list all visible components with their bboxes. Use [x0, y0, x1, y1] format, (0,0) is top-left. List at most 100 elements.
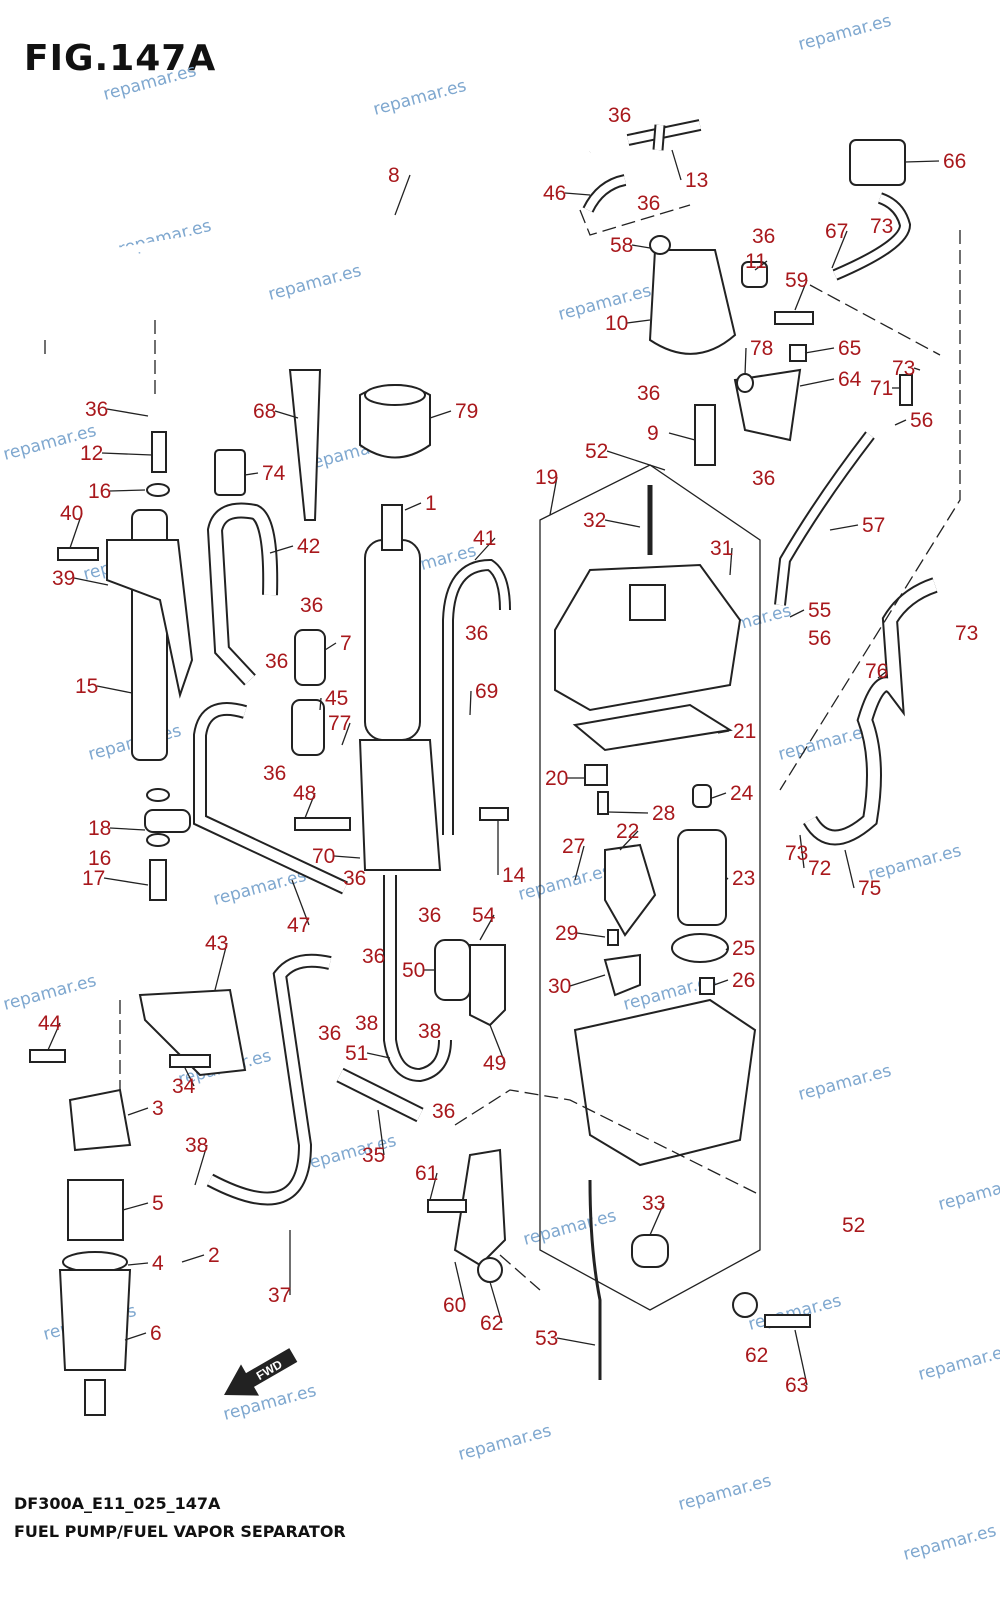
leader-21 — [717, 730, 730, 734]
leader-70 — [333, 855, 361, 859]
leader-6 — [124, 1332, 147, 1341]
leader-3 — [127, 1107, 149, 1116]
callout-42: 42 — [297, 535, 320, 558]
watermark-28: repamar.es — [901, 1521, 998, 1565]
callout-55: 55 — [808, 599, 831, 622]
line-53 — [588, 1179, 602, 1380]
callout-36-repeat: 36 — [418, 904, 441, 927]
bracket-49 — [469, 944, 506, 1027]
callout-36-repeat: 36 — [608, 104, 631, 127]
bolt-61 — [427, 1199, 467, 1213]
callout-22: 22 — [616, 820, 639, 843]
callout-31: 31 — [710, 537, 733, 560]
leader-78 — [744, 347, 747, 376]
watermark-1: repamar.es — [371, 76, 468, 120]
leader-68 — [274, 410, 299, 419]
callout-36-repeat: 36 — [300, 594, 323, 617]
callout-73-repeat: 73 — [870, 215, 893, 238]
callout-33: 33 — [642, 1192, 665, 1215]
callout-66: 66 — [943, 150, 966, 173]
leader-55 — [789, 609, 805, 618]
callout-39: 39 — [52, 567, 75, 590]
leader-76 — [877, 670, 888, 679]
leader-28 — [607, 811, 649, 814]
callout-36-repeat: 36 — [265, 650, 288, 673]
pump-mount-70 — [358, 739, 442, 871]
callout-23: 23 — [732, 867, 755, 890]
leader-60 — [454, 1261, 466, 1306]
watermark-26: repamar.es — [676, 1471, 773, 1515]
callout-79: 79 — [455, 400, 478, 423]
callout-38-repeat: 38 — [355, 1012, 378, 1035]
sleeve-7 — [294, 629, 326, 686]
callout-53: 53 — [535, 1327, 558, 1350]
leader-36 — [106, 408, 149, 417]
callout-24: 24 — [730, 782, 754, 805]
callout-27: 27 — [562, 835, 585, 858]
figure-code: DF300A_E11_025_147A — [14, 1494, 221, 1513]
bolt-48 — [294, 817, 351, 831]
bolt-65 — [789, 344, 807, 362]
callout-52-repeat: 52 — [842, 1214, 865, 1237]
leader-72 — [799, 834, 805, 869]
watermark-29: repamar.es — [936, 1171, 1000, 1215]
leader-19 — [549, 476, 558, 516]
bolt-40 — [57, 547, 99, 561]
watermark-12: repamar.es — [776, 721, 873, 765]
callout-28: 28 — [652, 802, 675, 825]
callout-40: 40 — [60, 502, 83, 525]
leader-73 — [913, 367, 921, 371]
collar-62-a — [477, 1257, 503, 1283]
callout-70: 70 — [312, 845, 335, 868]
leader-22 — [619, 830, 639, 851]
leader-56 — [894, 419, 907, 426]
leader-53 — [556, 1337, 596, 1346]
washer-16-a — [146, 483, 170, 497]
leader-58 — [631, 244, 651, 249]
leader-26 — [713, 979, 729, 986]
bolt-44 — [29, 1049, 66, 1063]
callout-61: 61 — [415, 1162, 438, 1185]
leader-5 — [122, 1202, 149, 1211]
leader-34 — [184, 1067, 195, 1087]
callout-6: 6 — [150, 1322, 162, 1345]
callout-36-repeat: 36 — [637, 192, 660, 215]
callout-5: 5 — [152, 1192, 164, 1215]
watermark-25: repamar.es — [456, 1421, 553, 1465]
callout-58: 58 — [610, 234, 633, 257]
callout-21: 21 — [733, 720, 756, 743]
strap-68 — [288, 369, 322, 521]
leader-54 — [479, 914, 495, 941]
bolt-26 — [699, 977, 715, 995]
callout-9: 9 — [647, 422, 659, 445]
callout-25: 25 — [732, 937, 755, 960]
hose-8-inner — [41, 148, 591, 330]
leader-64 — [799, 378, 835, 387]
callout-62: 62 — [480, 1312, 503, 1335]
leader-59 — [794, 279, 808, 311]
callout-36-repeat: 36 — [318, 1022, 341, 1045]
watermark-23: repamar.es — [746, 1291, 843, 1335]
tube-9 — [694, 404, 716, 466]
leader-17 — [103, 877, 149, 886]
leader-9 — [668, 432, 696, 441]
sensor-plug — [84, 1379, 106, 1416]
leader-77 — [341, 722, 351, 746]
leader-16 — [109, 489, 146, 492]
callout-26: 26 — [732, 969, 755, 992]
callout-16: 16 — [88, 480, 111, 503]
washer-16-c — [146, 833, 170, 847]
callout-36-repeat: 36 — [637, 382, 660, 405]
figure-name: FUEL PUMP/FUEL VAPOR SEPARATOR — [14, 1522, 346, 1541]
watermark-21: repamar.es — [521, 1206, 618, 1250]
leader-65 — [804, 347, 835, 354]
leader-43 — [214, 942, 228, 991]
leader-57 — [829, 524, 859, 531]
leader-32 — [604, 519, 641, 528]
callout-36: 36 — [85, 398, 108, 421]
leader-63 — [794, 1329, 808, 1386]
callout-38-repeat: 38 — [418, 1020, 441, 1043]
callout-57: 57 — [862, 514, 885, 537]
